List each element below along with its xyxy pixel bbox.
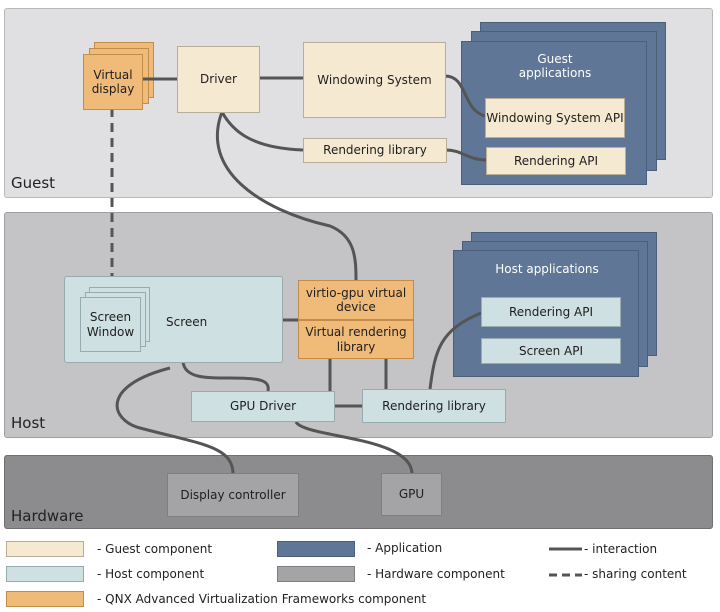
legend-hardware-swatch (277, 566, 355, 582)
legend-host-label: - Host component (97, 567, 205, 581)
legend-qnx-label: - QNX Advanced Virtualization Frameworks… (97, 592, 427, 606)
host-layer-label: Host (11, 414, 46, 432)
gpu-driver-gpu-link (294, 420, 414, 475)
guest-rendering-api-box: Rendering API (486, 147, 626, 175)
windowing-system-box: Windowing System (303, 42, 446, 118)
rendering-library-host-api-link (428, 311, 482, 390)
driver-rendering-library-link (220, 111, 304, 152)
gpu-box: GPU (381, 473, 442, 516)
screen-api-box: Screen API (481, 338, 621, 364)
virtio-gpu-box: virtio-gpu virtual device (298, 280, 414, 320)
legend-qnx-swatch (6, 591, 84, 607)
hardware-layer-label: Hardware (11, 507, 84, 525)
display-controller-box: Display controller (167, 473, 299, 517)
guest-layer-label: Guest (11, 174, 56, 192)
screen-display-controller-link (115, 366, 235, 475)
host-rendering-library-box: Rendering library (362, 389, 506, 423)
virtual-display-box: Virtual display (83, 54, 143, 110)
screen-gpu-driver-link (181, 361, 270, 392)
guest-applications-title: Guest applications (518, 52, 592, 81)
guest-rendering-library-api-link (445, 148, 487, 162)
screen-label: Screen (166, 315, 208, 329)
hardware-layer (4, 455, 713, 529)
legend-hardware-label: - Hardware component (367, 567, 505, 581)
guest-rendering-library-box: Rendering library (303, 138, 447, 163)
legend-host-swatch (6, 566, 84, 582)
host-applications-title: Host applications (495, 262, 599, 276)
legend-guest-swatch (6, 541, 84, 557)
windowing-guestapps-link (444, 74, 486, 118)
windowing-system-api-box: Windowing System API (485, 98, 625, 138)
host-rendering-api-box: Rendering API (481, 297, 621, 327)
virtual-rendering-library-box: Virtual rendering library (298, 320, 414, 359)
legend-application-swatch (277, 541, 355, 557)
legend-sharing-label: - sharing content (584, 567, 687, 581)
driver-virtio-link (215, 111, 358, 281)
legend-interaction-label: - interaction (584, 542, 658, 556)
gpu-driver-box: GPU Driver (191, 391, 335, 422)
driver-box: Driver (177, 46, 260, 113)
legend-application-label: - Application (367, 541, 443, 555)
legend-guest-label: - Guest component (97, 542, 213, 556)
screen-window-box: Screen Window (80, 297, 141, 352)
